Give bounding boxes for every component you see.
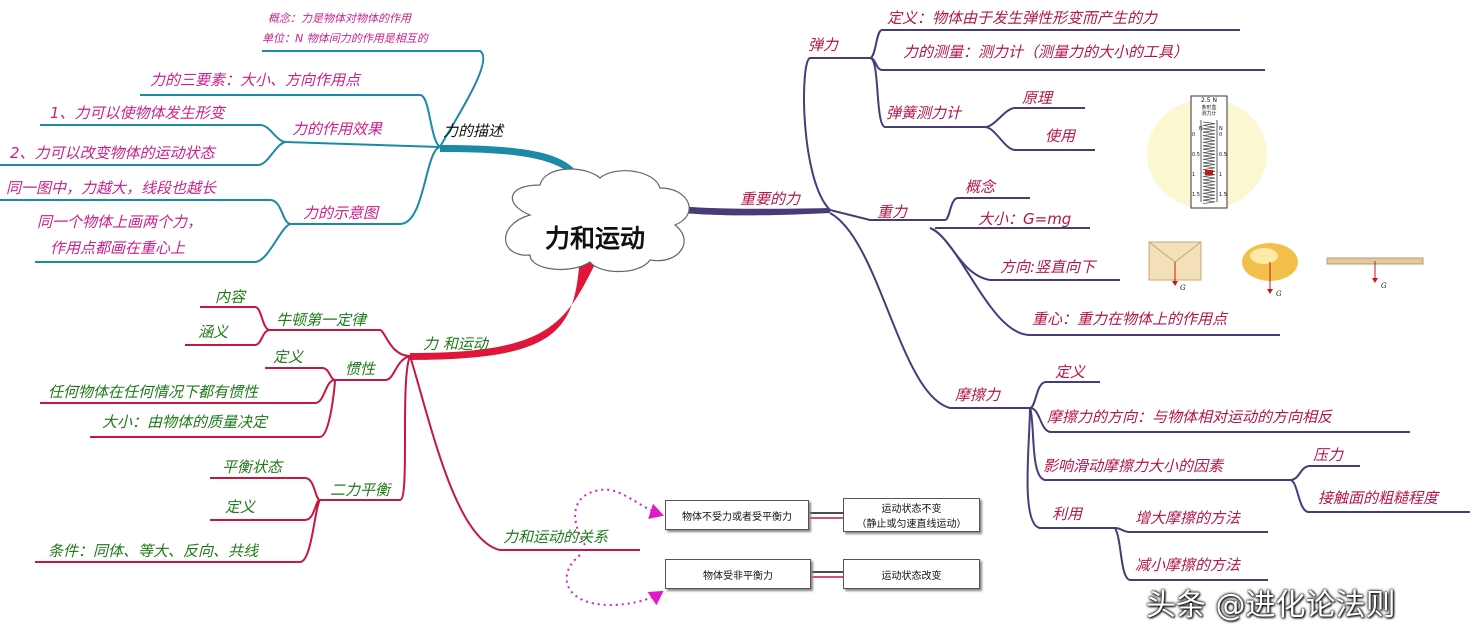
meter-tick-left-3: 1.5 bbox=[1192, 192, 1200, 198]
gravity-size: 大小：G=mg bbox=[978, 210, 1072, 228]
spring-meter-label: 弹簧测力计 bbox=[886, 104, 962, 122]
friction-def: 定义 bbox=[1055, 363, 1086, 381]
meter-pointer bbox=[1205, 170, 1213, 175]
box-unbalanced-force-text: 物体受非平衡力 bbox=[703, 570, 773, 582]
meter-tick-right-3: 1.5 bbox=[1219, 192, 1227, 198]
note-concept: 概念：力是物体对物体的作用 bbox=[268, 12, 411, 25]
box-state-unchanged-text-1: 运动状态不变 bbox=[881, 504, 942, 515]
elastic-def: 定义：物体由于发生弹性形变而产生的力 bbox=[887, 9, 1158, 27]
g-label-2: G bbox=[1276, 290, 1282, 298]
meter-top-label: 2.5 N bbox=[1201, 97, 1217, 104]
balance-label: 二力平衡 bbox=[330, 481, 391, 499]
balance-def: 定义 bbox=[225, 498, 256, 516]
diagram-label: 力的示意图 bbox=[303, 204, 379, 222]
three-elements: 力的三要素：大小、方向作用点 bbox=[150, 71, 361, 89]
center-cloud bbox=[505, 168, 690, 273]
pressure-label: 压力 bbox=[1313, 446, 1344, 464]
branch-force-description-label: 力的描述 bbox=[443, 122, 504, 140]
meter-sub2: 测力计 bbox=[1201, 110, 1216, 117]
g-label-1: G bbox=[1180, 284, 1186, 292]
diagram-1: 同一图中，力越大，线段也越长 bbox=[6, 179, 217, 197]
meter-tick-right-2: 1 bbox=[1219, 172, 1222, 178]
newton-label: 牛顿第一定律 bbox=[276, 311, 367, 329]
box-state-unchanged-text-2: （静止或匀速直线运动） bbox=[856, 519, 967, 530]
gravity-ball-image: G bbox=[1242, 243, 1298, 298]
use-label: 使用 bbox=[1045, 127, 1076, 145]
box-state-unchanged: 运动状态不变 （静止或匀速直线运动） bbox=[843, 498, 980, 532]
watermark: 头条 @进化论法则 bbox=[1146, 588, 1396, 623]
g-label-3: G bbox=[1381, 282, 1387, 290]
gravity-rod-image: G bbox=[1326, 257, 1424, 290]
effect-label: 力的作用效果 bbox=[292, 120, 383, 138]
balance-cond: 条件：同体、等大、反向、共线 bbox=[48, 542, 259, 560]
branch-important-forces bbox=[665, 205, 830, 216]
diagram-2b: 作用点都画在重心上 bbox=[50, 239, 186, 257]
box-unbalanced-force: 物体受非平衡力 bbox=[665, 559, 811, 589]
friction-dir: 摩擦力的方向：与物体相对运动的方向相反 bbox=[1047, 408, 1333, 426]
meter-tick-right-1: 0.5 bbox=[1219, 152, 1227, 158]
branch-force-motion bbox=[410, 255, 598, 360]
center-title: 力和运动 bbox=[545, 224, 646, 253]
inertia-all: 任何物体在任何情况下都有惯性 bbox=[48, 383, 259, 401]
meter-tick-left-0: 0 bbox=[1192, 132, 1195, 138]
roughness-label: 接触面的粗糙程度 bbox=[1318, 489, 1439, 507]
box-balanced-force: 物体不受力或者受平衡力 bbox=[665, 500, 809, 530]
gravity-concept: 概念 bbox=[965, 178, 996, 196]
note-unit: 单位：N 物体间力的作用是相互的 bbox=[262, 32, 428, 45]
branch-important-forces-label: 重要的力 bbox=[740, 190, 801, 208]
box-state-changed: 运动状态改变 bbox=[843, 559, 980, 589]
gravity-envelope-image: G bbox=[1148, 241, 1202, 292]
elastic-measure: 力的测量：测力计（测量力的大小的工具） bbox=[903, 43, 1189, 61]
meter-tick-left-2: 1 bbox=[1192, 172, 1195, 178]
increase-friction: 增大摩擦的方法 bbox=[1135, 509, 1241, 527]
newton-content: 内容 bbox=[215, 288, 246, 306]
effect-2: 2、力可以改变物体的运动状态 bbox=[10, 144, 215, 162]
branch-force-motion-label: 力 和运动 bbox=[423, 335, 488, 353]
inertia-size: 大小：由物体的质量决定 bbox=[102, 413, 268, 431]
principle-label: 原理 bbox=[1022, 89, 1053, 107]
box-state-changed-text: 运动状态改变 bbox=[881, 570, 942, 582]
friction-factors: 影响滑动摩擦力大小的因素 bbox=[1043, 457, 1224, 475]
use2-label: 利用 bbox=[1052, 505, 1083, 523]
friction-label: 摩擦力 bbox=[955, 386, 1001, 404]
balance-state: 平衡状态 bbox=[222, 458, 283, 476]
relation-label: 力和运动的关系 bbox=[503, 528, 609, 546]
box-balanced-force-text: 物体不受力或者受平衡力 bbox=[682, 511, 792, 523]
diagram-2a: 同一个物体上画两个力， bbox=[37, 213, 203, 231]
gravity-label: 重力 bbox=[877, 203, 908, 221]
meter-tick-left-1: 0.5 bbox=[1192, 152, 1200, 158]
gravity-center: 重心：重力在物体上的作用点 bbox=[1032, 310, 1228, 328]
branch-force-description bbox=[440, 145, 600, 205]
inertia-label: 惯性 bbox=[345, 360, 376, 378]
decrease-friction: 减小摩擦的方法 bbox=[1135, 556, 1241, 574]
inertia-def: 定义 bbox=[273, 348, 304, 366]
meter-sub1: 条形盒 bbox=[1201, 104, 1216, 111]
elastic-label: 弹力 bbox=[808, 36, 839, 54]
meter-unit-right: N bbox=[1219, 126, 1223, 132]
newton-meaning: 涵义 bbox=[198, 323, 229, 341]
arrow-to-unbalanced bbox=[565, 554, 664, 607]
gravity-dir: 方向:竖直向下 bbox=[1000, 258, 1096, 276]
meter-tick-right-0: 0 bbox=[1219, 132, 1222, 138]
effect-1: 1、力可以使物体发生形变 bbox=[50, 104, 225, 122]
